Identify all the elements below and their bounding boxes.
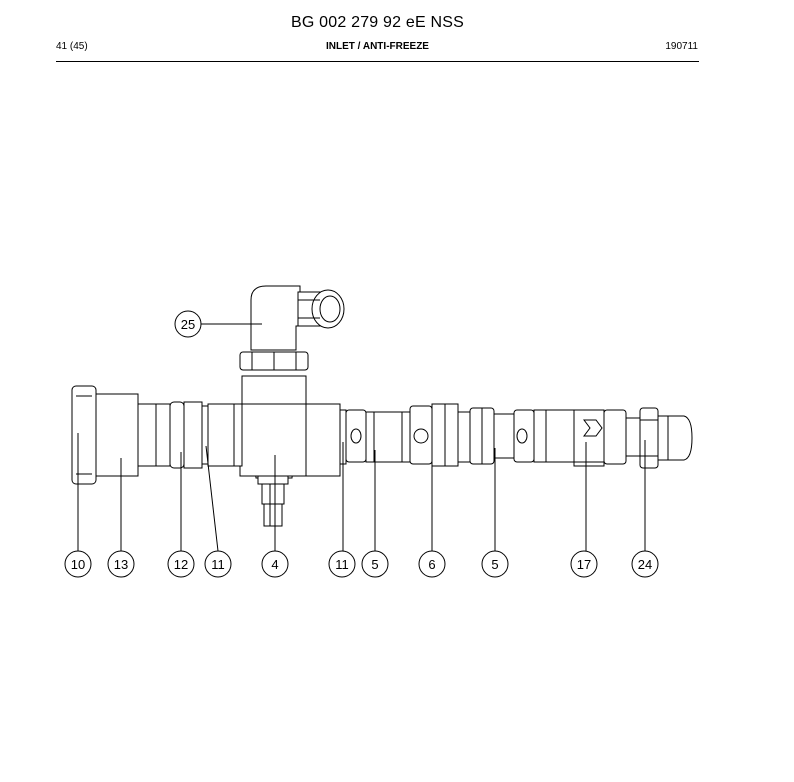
callout-4: 4 <box>261 550 289 578</box>
callout-label: 5 <box>491 557 498 572</box>
document-title: BG 002 279 92 eE NSS <box>291 14 464 31</box>
callout-11-left: 11 <box>204 550 232 578</box>
callout-label: 6 <box>428 557 435 572</box>
callout-12: 12 <box>167 550 195 578</box>
page-number: 41 (45) <box>56 41 88 52</box>
section-title: INLET / ANTI-FREEZE <box>326 41 429 52</box>
callout-17: 17 <box>570 550 598 578</box>
callout-label: 13 <box>114 557 128 572</box>
callout-label: 17 <box>577 557 591 572</box>
callout-5-right: 5 <box>481 550 509 578</box>
callout-24: 24 <box>631 550 659 578</box>
callout-5-left: 5 <box>361 550 389 578</box>
callout-label: 5 <box>371 557 378 572</box>
fitting-chain <box>71 385 693 485</box>
callout-6: 6 <box>418 550 446 578</box>
header-rule <box>56 61 699 62</box>
callout-label: 4 <box>271 557 278 572</box>
callout-11-right: 11 <box>328 550 356 578</box>
leader-lines <box>77 323 646 552</box>
callout-25: 25 <box>174 310 202 338</box>
callout-10: 10 <box>64 550 92 578</box>
date-code: 190711 <box>665 41 698 52</box>
callout-label: 24 <box>638 557 652 572</box>
elbow-fitting <box>239 285 345 371</box>
callout-13: 13 <box>107 550 135 578</box>
callout-label: 11 <box>335 557 349 572</box>
callout-label: 12 <box>174 557 188 572</box>
tee-body <box>239 375 309 527</box>
callout-label: 10 <box>71 557 85 572</box>
callout-label: 25 <box>181 317 195 332</box>
callout-label: 11 <box>211 557 225 572</box>
